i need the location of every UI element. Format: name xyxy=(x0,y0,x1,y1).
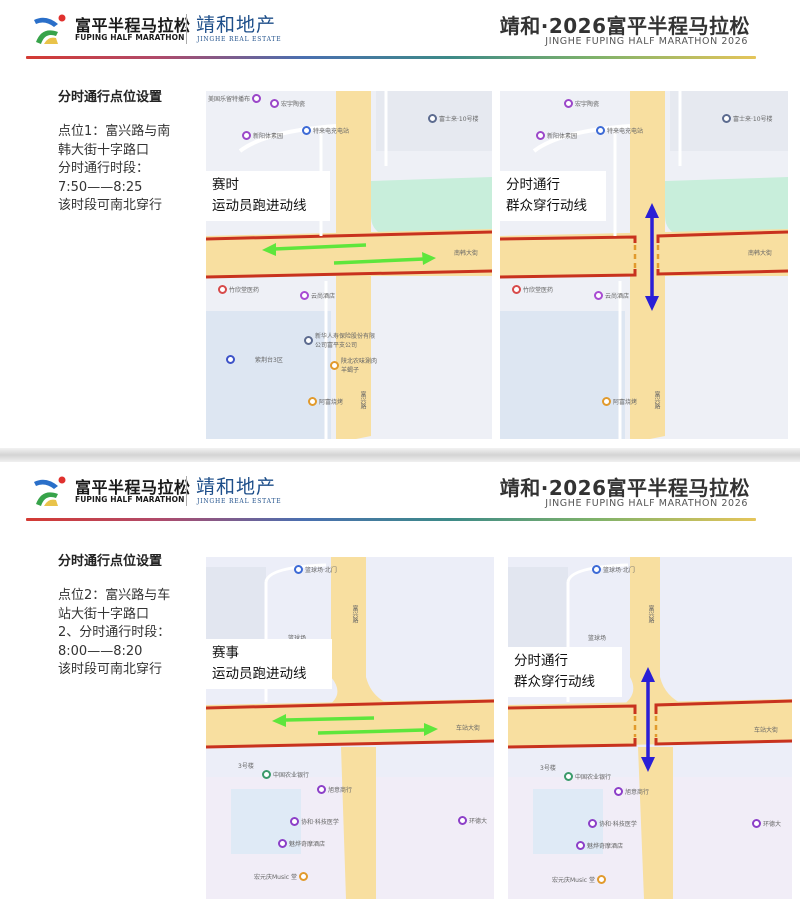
map-poi: 协和·科技医学 xyxy=(588,819,637,828)
map-poi: 特来电充电站 xyxy=(596,126,643,135)
map-poi: 新华人寿保险股份有限公司富平支公司 xyxy=(304,331,375,349)
logo-title-cn: 富平半程马拉松 xyxy=(75,16,191,35)
road-name-vertical: 富兴路 xyxy=(359,391,366,409)
slide-header: 富平半程马拉松 FUPING HALF MARATHON 靖和地产 JINGHE… xyxy=(0,462,800,522)
logo-separator xyxy=(186,476,187,506)
marathon-logo-icon xyxy=(34,476,66,506)
map-crowd-crossing-2: 篮球场·北门 篮球场 3号楼 中国农业银行 旭意商行 协和·科技医学 魅烨奇摩酒… xyxy=(508,557,792,899)
map-poi: 新阳体素园 xyxy=(242,131,283,140)
description-line: 韩大街十字路口 xyxy=(58,142,150,158)
map-poi: 宏宇陶瓷 xyxy=(270,99,305,108)
event-title-en: JINGHE FUPING HALF MARATHON 2026 xyxy=(545,36,748,47)
map-poi: 陕北农味涮肉羊蝎子 xyxy=(330,356,377,374)
map-poi: 魅烨奇摩酒店 xyxy=(278,839,325,848)
map-poi: 特来电充电站 xyxy=(302,126,349,135)
point-description: 分时通行点位设置 点位1：富兴路与南 韩大街十字路口 分时通行时段： 7:50—… xyxy=(58,86,208,216)
map-poi: 中国农业银行 xyxy=(262,770,309,779)
map-poi: 宏元庆Music 堂 xyxy=(254,872,308,881)
header-gradient-rule xyxy=(26,518,756,521)
sponsor-name-cn: 靖和地产 xyxy=(196,476,277,498)
map-poi: 中国农业银行 xyxy=(564,772,611,781)
logo-title-cn: 富平半程马拉松 xyxy=(75,478,191,497)
map-poi: 篮球场·北门 xyxy=(592,565,635,574)
map-poi: 3号楼 xyxy=(238,763,254,770)
map-poi: 魅烨奇摩酒店 xyxy=(576,841,623,850)
road-name-vertical: 富兴路 xyxy=(653,391,660,409)
map-poi: 协和·科技医学 xyxy=(290,817,339,826)
map-poi: 富士来·10号楼 xyxy=(722,114,773,123)
map-crowd-crossing-1: 富士来·10号楼 宏宇陶瓷 新阳体素园 特来电充电站 竹欣堂医药 云尚酒店 阿富… xyxy=(500,91,788,439)
description-line: 分时通行时段： xyxy=(58,161,150,176)
map-poi: 篮球场 xyxy=(588,635,607,642)
time-range: 8:00——8:20 xyxy=(58,643,143,659)
map-poi: 竹欣堂医药 xyxy=(218,285,259,294)
marathon-logo-icon xyxy=(34,14,66,44)
map-poi: 云尚酒店 xyxy=(594,291,629,300)
map-caption: 分时通行 群众穿行动线 xyxy=(500,171,606,221)
map-poi: 篮球场·北门 xyxy=(294,565,337,574)
event-title-cn: 靖和·2026富平半程马拉松 xyxy=(499,476,750,500)
description-line: 该时段可南北穿行 xyxy=(58,662,163,677)
slide-header: 富平半程马拉松 FUPING HALF MARATHON 靖和地产 JINGHE… xyxy=(0,0,800,60)
map-caption: 赛时 运动员跑进动线 xyxy=(206,171,330,221)
road-name-horizontal: 南韩大街 xyxy=(454,250,479,257)
map-poi: 紫荆台3区 xyxy=(226,355,283,364)
time-range: 7:50——8:25 xyxy=(58,179,143,195)
slide-2: 富平半程马拉松 FUPING HALF MARATHON 靖和地产 JINGHE… xyxy=(0,462,800,912)
map-poi: 环德大 xyxy=(752,819,781,828)
point-description: 分时通行点位设置 点位2：富兴路与车 站大街十字路口 2、分时通行时段： 8:0… xyxy=(58,550,208,680)
sponsor-name-en: JINGHE REAL ESTATE xyxy=(197,36,282,43)
map-runner-route-1: 美国乐留特播布 宏宇陶瓷 新阳体素园 特来电充电站 富士来·10号楼 竹欣堂医药… xyxy=(206,91,492,439)
section-heading: 分时通行点位设置 xyxy=(58,90,163,105)
map-caption: 赛事 运动员跑进动线 xyxy=(206,639,332,689)
road-name-vertical: 富兴路 xyxy=(351,605,358,623)
map-poi: 宏元庆Music 堂 xyxy=(552,875,606,884)
logo-title-en: FUPING HALF MARATHON xyxy=(75,33,185,42)
map-poi: 新阳体素园 xyxy=(536,131,577,140)
section-heading: 分时通行点位设置 xyxy=(58,554,163,569)
road-name-horizontal: 车站大街 xyxy=(456,725,481,732)
map-poi: 3号楼 xyxy=(540,765,556,772)
description-line: 点位1：富兴路与南 xyxy=(58,124,171,139)
map-poi: 竹欣堂医药 xyxy=(512,285,553,294)
page-divider xyxy=(0,448,800,462)
map-poi: 宏宇陶瓷 xyxy=(564,99,599,108)
map-poi: 旭意商行 xyxy=(317,785,352,794)
map-poi: 旭意商行 xyxy=(614,787,649,796)
sponsor-name-cn: 靖和地产 xyxy=(196,14,277,36)
description-line: 点位2：富兴路与车 xyxy=(58,588,171,603)
logo-separator xyxy=(186,14,187,44)
slide-1: 富平半程马拉松 FUPING HALF MARATHON 靖和地产 JINGHE… xyxy=(0,0,800,448)
logo-title-en: FUPING HALF MARATHON xyxy=(75,495,185,504)
description-line: 该时段可南北穿行 xyxy=(58,198,163,213)
sponsor-name-en: JINGHE REAL ESTATE xyxy=(197,498,282,505)
description-line: 2、分时通行时段： xyxy=(58,625,171,640)
header-gradient-rule xyxy=(26,56,756,59)
road-name-horizontal: 南韩大街 xyxy=(748,250,773,257)
map-runner-route-2: 篮球场·北门 篮球场 3号楼 中国农业银行 旭意商行 协和·科技医学 魅烨奇摩酒… xyxy=(206,557,494,899)
map-poi: 美国乐留特播布 xyxy=(208,94,262,103)
road-name-vertical: 富兴路 xyxy=(647,605,654,623)
map-poi: 阿富烧烤 xyxy=(308,397,343,406)
map-poi: 云尚酒店 xyxy=(300,291,335,300)
description-line: 站大街十字路口 xyxy=(58,606,150,622)
map-poi: 篮球场 xyxy=(288,633,306,642)
map-caption: 分时通行 群众穿行动线 xyxy=(508,647,622,697)
map-poi: 阿富烧烤 xyxy=(602,397,637,406)
map-poi: 富士来·10号楼 xyxy=(428,114,479,123)
road-name-horizontal: 车站大街 xyxy=(754,727,779,734)
map-poi: 环德大 xyxy=(458,816,487,825)
event-title-en: JINGHE FUPING HALF MARATHON 2026 xyxy=(545,498,748,509)
event-title-cn: 靖和·2026富平半程马拉松 xyxy=(499,14,750,38)
